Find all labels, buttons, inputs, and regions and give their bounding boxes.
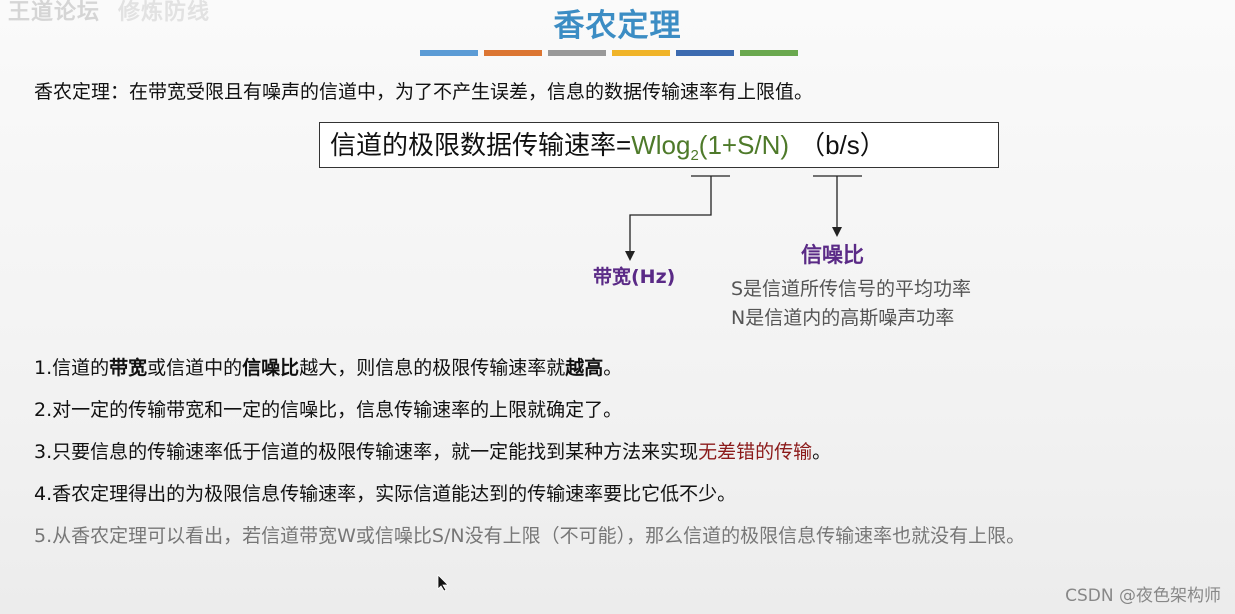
snr-label: 信噪比 [801, 243, 864, 267]
formula-lhs: 信道的极限数据传输速率= [330, 130, 632, 160]
mouse-cursor-icon [437, 574, 449, 592]
point-5: 5.从香农定理可以看出，若信道带宽W或信噪比S/N没有上限（不可能），那么信道的… [34, 525, 1026, 547]
point-1-bandwidth: 带宽 [109, 357, 148, 379]
s-description: S是信道所传信号的平均功率 [731, 278, 972, 300]
color-bar-3 [548, 50, 606, 56]
point-1: 1.信道的带宽或信道中的信噪比越大，则信息的极限传输速率就越高。 [34, 355, 1224, 397]
color-bar-6 [740, 50, 798, 56]
point-3-text-a: 3.只要信息的传输速率低于信道的极限传输速率，就一定能找到某种方法来实现 [34, 441, 699, 463]
point-1-snr: 信噪比 [242, 357, 300, 379]
point-1-text-a: 1.信道的 [34, 357, 110, 379]
bandwidth-connector [629, 176, 712, 255]
color-bar-4 [612, 50, 670, 56]
watermark-sub: 修炼防线 [118, 0, 211, 25]
point-3: 3.只要信息的传输速率低于信道的极限传输速率，就一定能找到某种方法来实现无差错的… [34, 439, 1224, 481]
formula-pre: Wlog [631, 130, 691, 160]
point-1-text-c: 或信道中的 [147, 357, 243, 379]
snr-description: S是信道所传信号的平均功率 N是信道内的高斯噪声功率 [731, 275, 971, 333]
watermark-main: 王道论坛 [8, 0, 101, 25]
watermark-logo: 王道论坛修炼防线 [8, 0, 210, 26]
page-title: 香农定理 [553, 8, 682, 44]
intro-text: 香农定理：在带宽受限且有噪声的信道中，为了不产生误差，信息的数据传输速率有上限值… [34, 81, 814, 103]
formula-post: (1+S/N) [698, 130, 790, 160]
formula-box: 信道的极限数据传输速率=Wlog2(1+S/N) （b/s） [319, 122, 999, 168]
csdn-watermark: CSDN @夜色架构师 [1065, 586, 1221, 606]
point-1-higher: 越高 [565, 357, 604, 379]
point-1-end: 。 [603, 357, 623, 379]
n-description: N是信道内的高斯噪声功率 [731, 307, 955, 329]
snr-arrowhead [832, 227, 842, 237]
title-color-bars [420, 50, 798, 56]
color-bar-5 [676, 50, 734, 56]
bandwidth-arrowhead [625, 251, 635, 261]
point-2: 2.对一定的传输带宽和一定的信噪比，信息传输速率的上限就确定了。 [34, 399, 623, 421]
color-bar-1 [420, 50, 478, 56]
point-3-error-free: 无差错的传输 [698, 441, 813, 463]
point-1-text-e: 越大，则信息的极限传输速率就 [299, 357, 566, 379]
formula-unit: （b/s） [799, 130, 886, 160]
points-list: 1.信道的带宽或信道中的信噪比越大，则信息的极限传输速率就越高。 2.对一定的传… [34, 355, 1224, 549]
point-4: 4.香农定理得出的为极限信息传输速率，实际信道能达到的传输速率要比它低不少。 [34, 483, 737, 505]
bandwidth-label: 带宽(Hz) [593, 266, 676, 288]
point-3-end: 。 [812, 441, 832, 463]
formula-rhs: Wlog2(1+S/N) [631, 130, 790, 164]
formula-sub: 2 [690, 147, 699, 165]
color-bar-2 [484, 50, 542, 56]
